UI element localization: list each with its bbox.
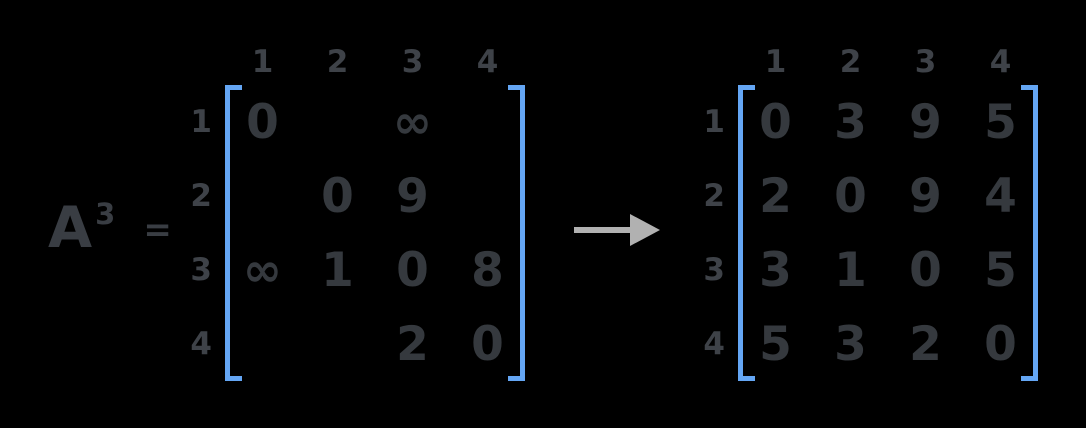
row-header: 3 <box>190 251 212 288</box>
left-bracket <box>738 85 755 381</box>
matrix-cell: 0 <box>984 316 1017 372</box>
row-header: 2 <box>190 177 212 214</box>
right-bracket <box>1021 85 1038 381</box>
corner-spacer <box>185 40 225 85</box>
matrix-cell: 0 <box>909 242 942 298</box>
matrix-cell: 2 <box>396 316 429 372</box>
matrix-cell: 0 <box>759 94 792 150</box>
row-header: 3 <box>703 251 725 288</box>
col-header: 3 <box>914 44 937 80</box>
row-header: 4 <box>703 325 725 362</box>
matrix-cell: 2 <box>909 316 942 372</box>
right-arrow-icon <box>574 214 660 246</box>
matrix-cell: 9 <box>909 168 942 224</box>
col-header: 1 <box>251 44 274 80</box>
col-header: 4 <box>989 44 1012 80</box>
equals-sign: = <box>143 209 172 250</box>
matrix-cell <box>300 85 375 159</box>
matrix-cell: 4 <box>984 168 1017 224</box>
matrix-cell: 0 <box>834 168 867 224</box>
matrix-cell: ∞ <box>392 94 433 150</box>
col-header: 4 <box>476 44 499 80</box>
matrix-cell: 5 <box>984 94 1017 150</box>
matrix-cell: 9 <box>909 94 942 150</box>
matrix-cell: 2 <box>759 168 792 224</box>
matrix-cell <box>300 307 375 381</box>
matrix-cell: 8 <box>471 242 504 298</box>
row-header: 4 <box>190 325 212 362</box>
matrix-cell: 3 <box>834 94 867 150</box>
matrix-cell: 3 <box>759 242 792 298</box>
matrix-cell: 1 <box>321 242 354 298</box>
row-header: 1 <box>703 103 725 140</box>
row-header: 2 <box>703 177 725 214</box>
right-bracket <box>508 85 525 381</box>
row-header: 1 <box>190 103 212 140</box>
matrix-a3: 1 2 3 4 1 0 ∞ 2 0 9 3 ∞ 1 0 8 4 2 0 <box>185 40 525 381</box>
matrix-cell: ∞ <box>242 242 283 298</box>
matrix-cell: 5 <box>759 316 792 372</box>
matrix-cell: 0 <box>246 94 279 150</box>
matrix-cell: 1 <box>834 242 867 298</box>
col-header: 2 <box>839 44 862 80</box>
matrix-exponent: 3 <box>95 197 116 231</box>
matrix-cell: 9 <box>396 168 429 224</box>
formula-label: A 3 = <box>48 200 172 257</box>
matrix-cell: 5 <box>984 242 1017 298</box>
corner-spacer <box>698 40 738 85</box>
col-header: 3 <box>401 44 424 80</box>
matrix-cell: 0 <box>396 242 429 298</box>
left-bracket <box>225 85 242 381</box>
matrix-cell: 0 <box>321 168 354 224</box>
col-header: 2 <box>326 44 349 80</box>
matrix-result: 1 2 3 4 1 0 3 9 5 2 2 0 9 4 3 3 1 0 5 4 … <box>698 40 1038 381</box>
matrix-cell: 3 <box>834 316 867 372</box>
matrix-symbol: A <box>48 195 93 261</box>
matrix-cell: 0 <box>471 316 504 372</box>
col-header: 1 <box>764 44 787 80</box>
